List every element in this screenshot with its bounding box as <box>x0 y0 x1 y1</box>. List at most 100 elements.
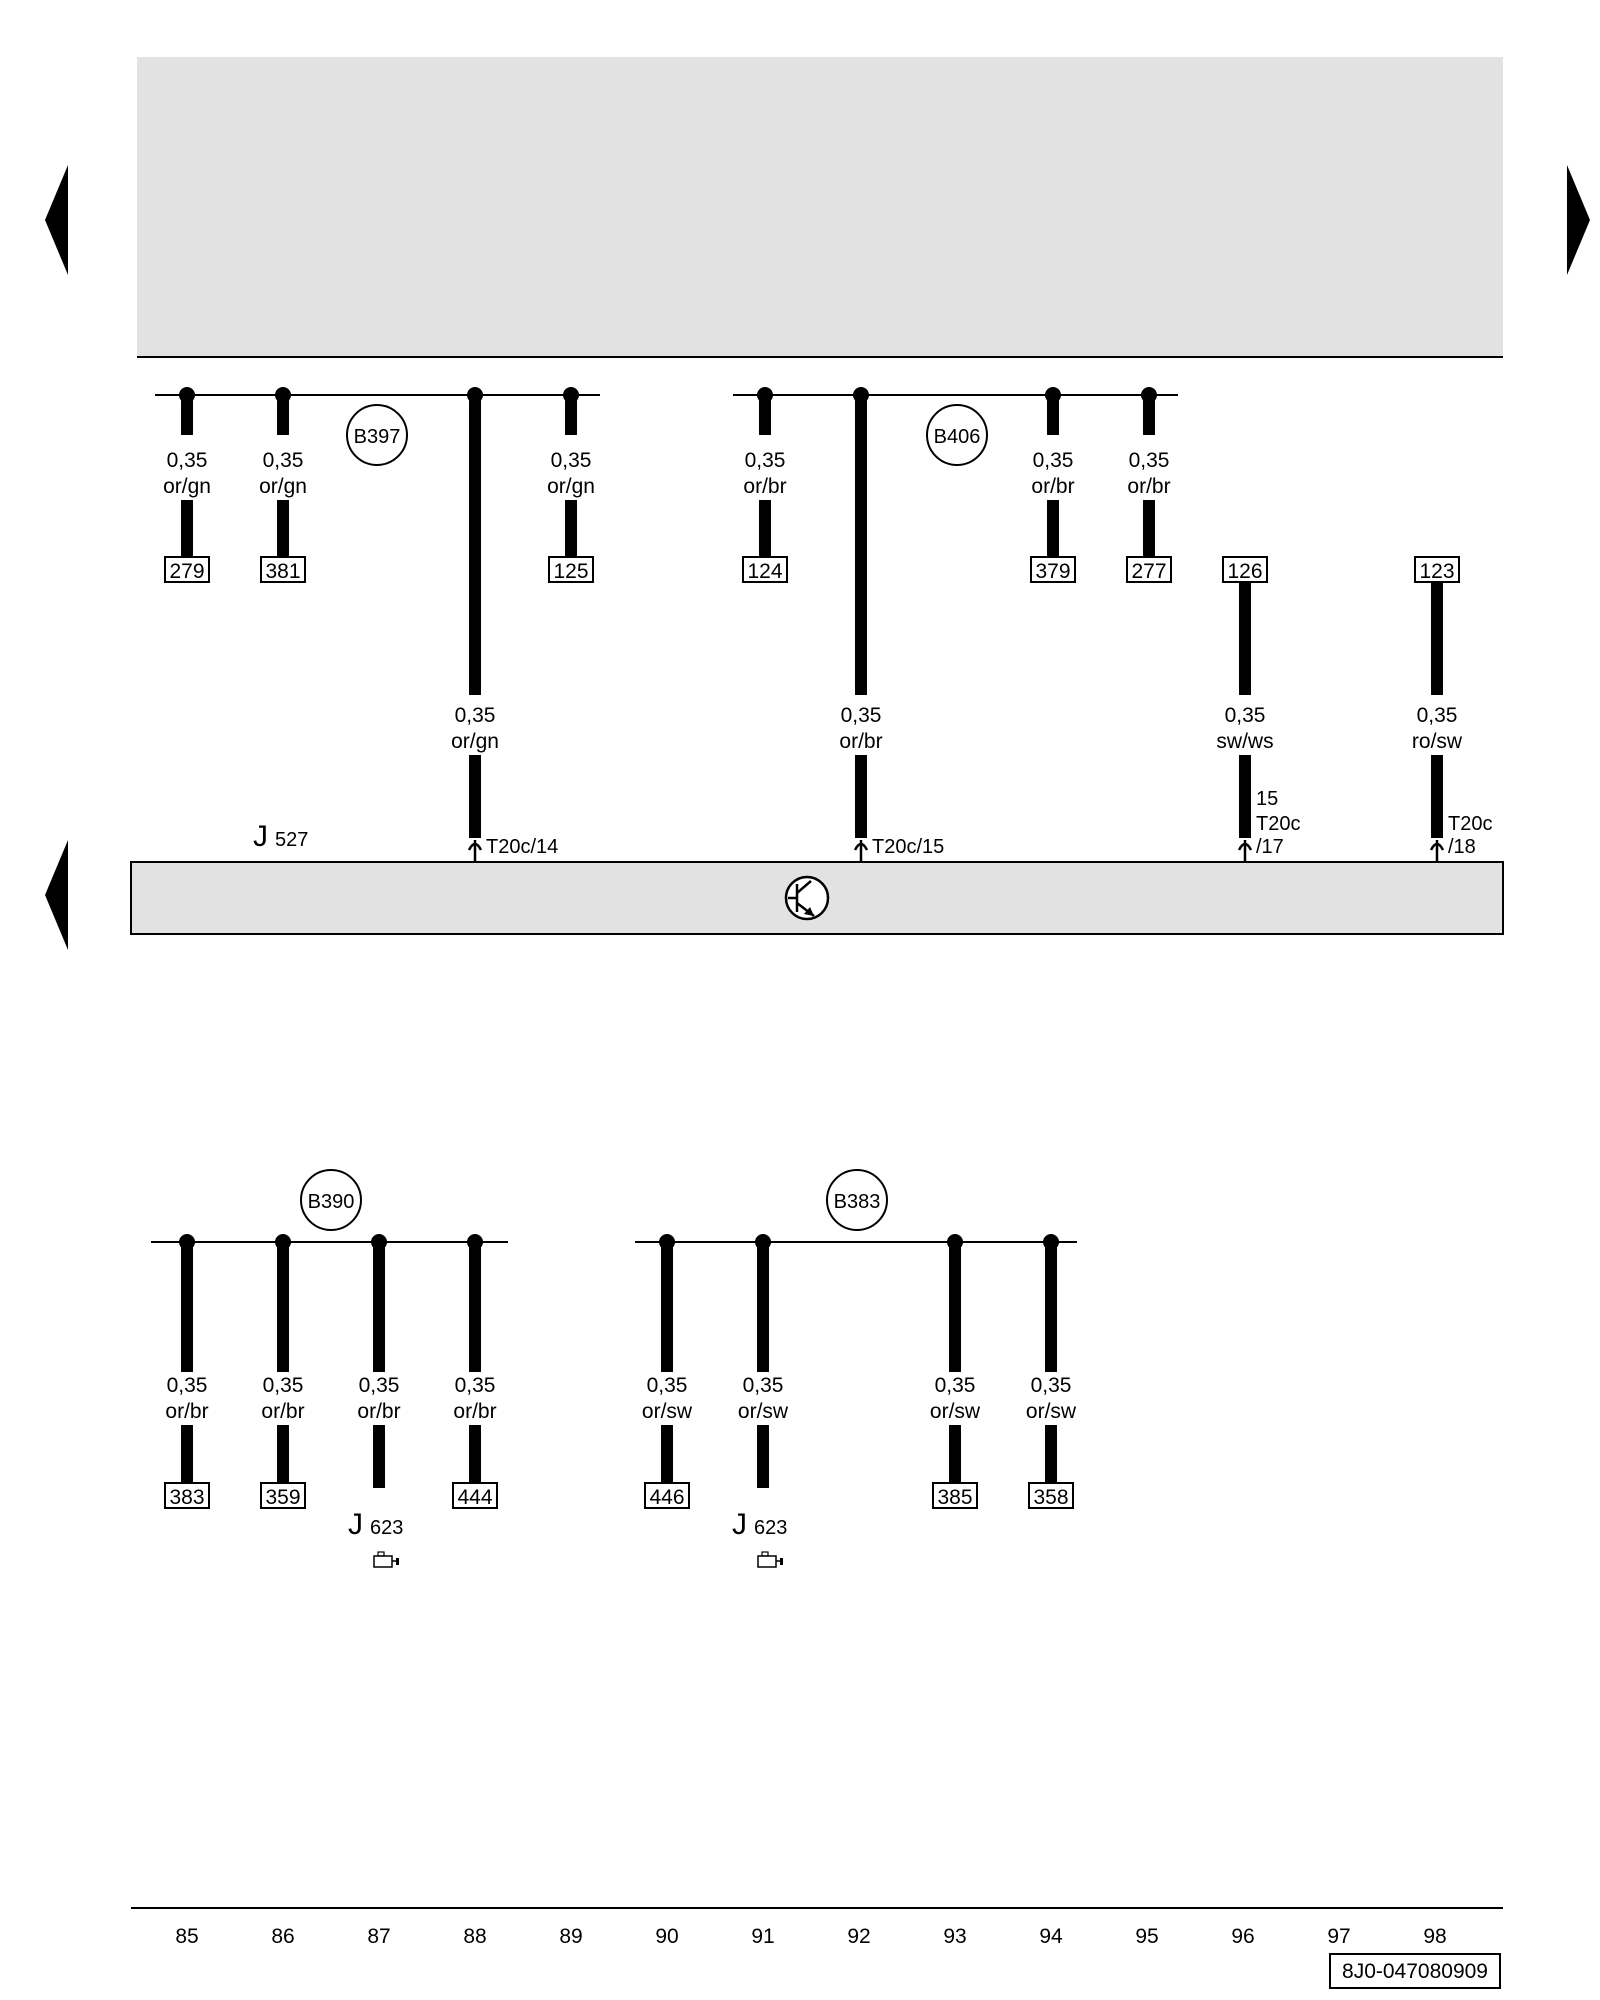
wire-size: 0,35 <box>167 1374 208 1397</box>
column-number: 94 <box>1039 1925 1063 1948</box>
ref-number: 124 <box>747 560 782 583</box>
wire-color: or/sw <box>738 1400 789 1423</box>
ref-number: 123 <box>1419 560 1454 583</box>
ref-box[interactable] <box>452 1482 498 1509</box>
wire-segment <box>949 1242 961 1372</box>
ref-number: 279 <box>169 560 204 583</box>
wire-segment <box>1047 395 1059 435</box>
ref-number: 446 <box>649 1486 684 1509</box>
ref-box[interactable] <box>548 556 594 583</box>
doc-id-box <box>1329 1953 1501 1989</box>
wire-color: or/br <box>357 1400 400 1423</box>
splice-label-b406: B406 <box>934 426 981 448</box>
wire-size: 0,35 <box>1031 1374 1072 1397</box>
wire-segment <box>565 500 577 557</box>
component-number: 623 <box>754 1517 787 1539</box>
component-panel <box>137 57 1503 357</box>
wire-color: or/br <box>1127 475 1170 498</box>
connector-label: T20c <box>1256 813 1300 835</box>
doc-id: 8J0-047080909 <box>1342 1960 1488 1983</box>
wire-color: or/gn <box>451 730 499 753</box>
ref-box[interactable] <box>1028 1482 1074 1509</box>
triangle-right-icon[interactable] <box>1567 165 1590 275</box>
wire-size: 0,35 <box>841 704 882 727</box>
column-number: 98 <box>1423 1925 1446 1948</box>
ref-box[interactable] <box>260 1482 306 1509</box>
ref-box[interactable] <box>164 1482 210 1509</box>
wire-segment <box>181 395 193 435</box>
ref-box[interactable] <box>260 556 306 583</box>
wire-segment <box>1431 755 1443 838</box>
wire-trunk <box>469 395 481 695</box>
wire-color: or/br <box>165 1400 208 1423</box>
triangle-left-icon[interactable] <box>45 840 68 950</box>
wire-size: 0,35 <box>455 704 496 727</box>
engine-module-icon <box>373 1551 399 1568</box>
splice-marker-b383 <box>826 1169 888 1231</box>
ref-box[interactable] <box>1126 556 1172 583</box>
wire-segment <box>373 1242 385 1372</box>
wire-segment <box>277 500 289 557</box>
wire-segment <box>181 1425 193 1483</box>
wire-size: 0,35 <box>455 1374 496 1397</box>
wire-segment <box>1239 582 1251 695</box>
column-number: 96 <box>1231 1925 1254 1948</box>
wire-segment <box>1047 500 1059 557</box>
ref-box[interactable] <box>644 1482 690 1509</box>
wire-trunk <box>855 395 867 695</box>
ref-box[interactable] <box>742 556 788 583</box>
splice-label-b397: B397 <box>354 426 401 448</box>
wire-size: 0,35 <box>1225 704 1266 727</box>
wire-size: 0,35 <box>745 449 786 472</box>
ref-box[interactable] <box>164 556 210 583</box>
wire-size: 0,35 <box>263 449 304 472</box>
wire-color: or/sw <box>1026 1400 1077 1423</box>
wire-size: 0,35 <box>359 1374 400 1397</box>
ref-number: 125 <box>553 560 588 583</box>
wire-segment <box>757 1242 769 1372</box>
transistor-icon <box>784 875 830 921</box>
column-number: 86 <box>271 1925 294 1948</box>
wire-size: 0,35 <box>1033 449 1074 472</box>
wire-segment <box>1045 1425 1057 1483</box>
wire-segment <box>1143 395 1155 435</box>
component-number: 623 <box>370 1517 403 1539</box>
wire-segment <box>661 1242 673 1372</box>
pin-note: 15 <box>1256 788 1278 810</box>
column-number: 89 <box>559 1925 582 1948</box>
wire-segment <box>1431 582 1443 695</box>
component-letter: J <box>348 1508 363 1541</box>
splice-marker-b390 <box>300 1169 362 1231</box>
ref-number: 385 <box>937 1486 972 1509</box>
wire-segment <box>759 395 771 435</box>
connector-pin-icon <box>853 840 869 862</box>
column-number: 90 <box>655 1925 678 1948</box>
column-number: 95 <box>1135 1925 1158 1948</box>
ref-box[interactable] <box>1222 556 1268 583</box>
ref-box[interactable] <box>932 1482 978 1509</box>
component-number: 527 <box>275 829 308 851</box>
wire-segment <box>759 500 771 557</box>
wire-segment <box>181 1242 193 1372</box>
connector-label: /18 <box>1448 836 1476 858</box>
column-number: 88 <box>463 1925 486 1948</box>
ref-number: 381 <box>265 560 300 583</box>
wire-size: 0,35 <box>935 1374 976 1397</box>
triangle-left-icon[interactable] <box>45 165 68 275</box>
wire-trunk <box>469 755 481 838</box>
column-number: 93 <box>943 1925 966 1948</box>
wire-color: or/br <box>1031 475 1074 498</box>
column-number: 97 <box>1327 1925 1350 1948</box>
wire-segment <box>949 1425 961 1483</box>
splice-label-b383: B383 <box>834 1191 881 1213</box>
wire-size: 0,35 <box>167 449 208 472</box>
ref-box[interactable] <box>1030 556 1076 583</box>
wire-size: 0,35 <box>647 1374 688 1397</box>
wire-segment <box>277 395 289 435</box>
wire-segment <box>1143 500 1155 557</box>
ref-number: 126 <box>1227 560 1262 583</box>
wire-size: 0,35 <box>743 1374 784 1397</box>
connector-label: T20c/14 <box>486 836 558 858</box>
connector-pin-icon <box>1237 840 1253 862</box>
